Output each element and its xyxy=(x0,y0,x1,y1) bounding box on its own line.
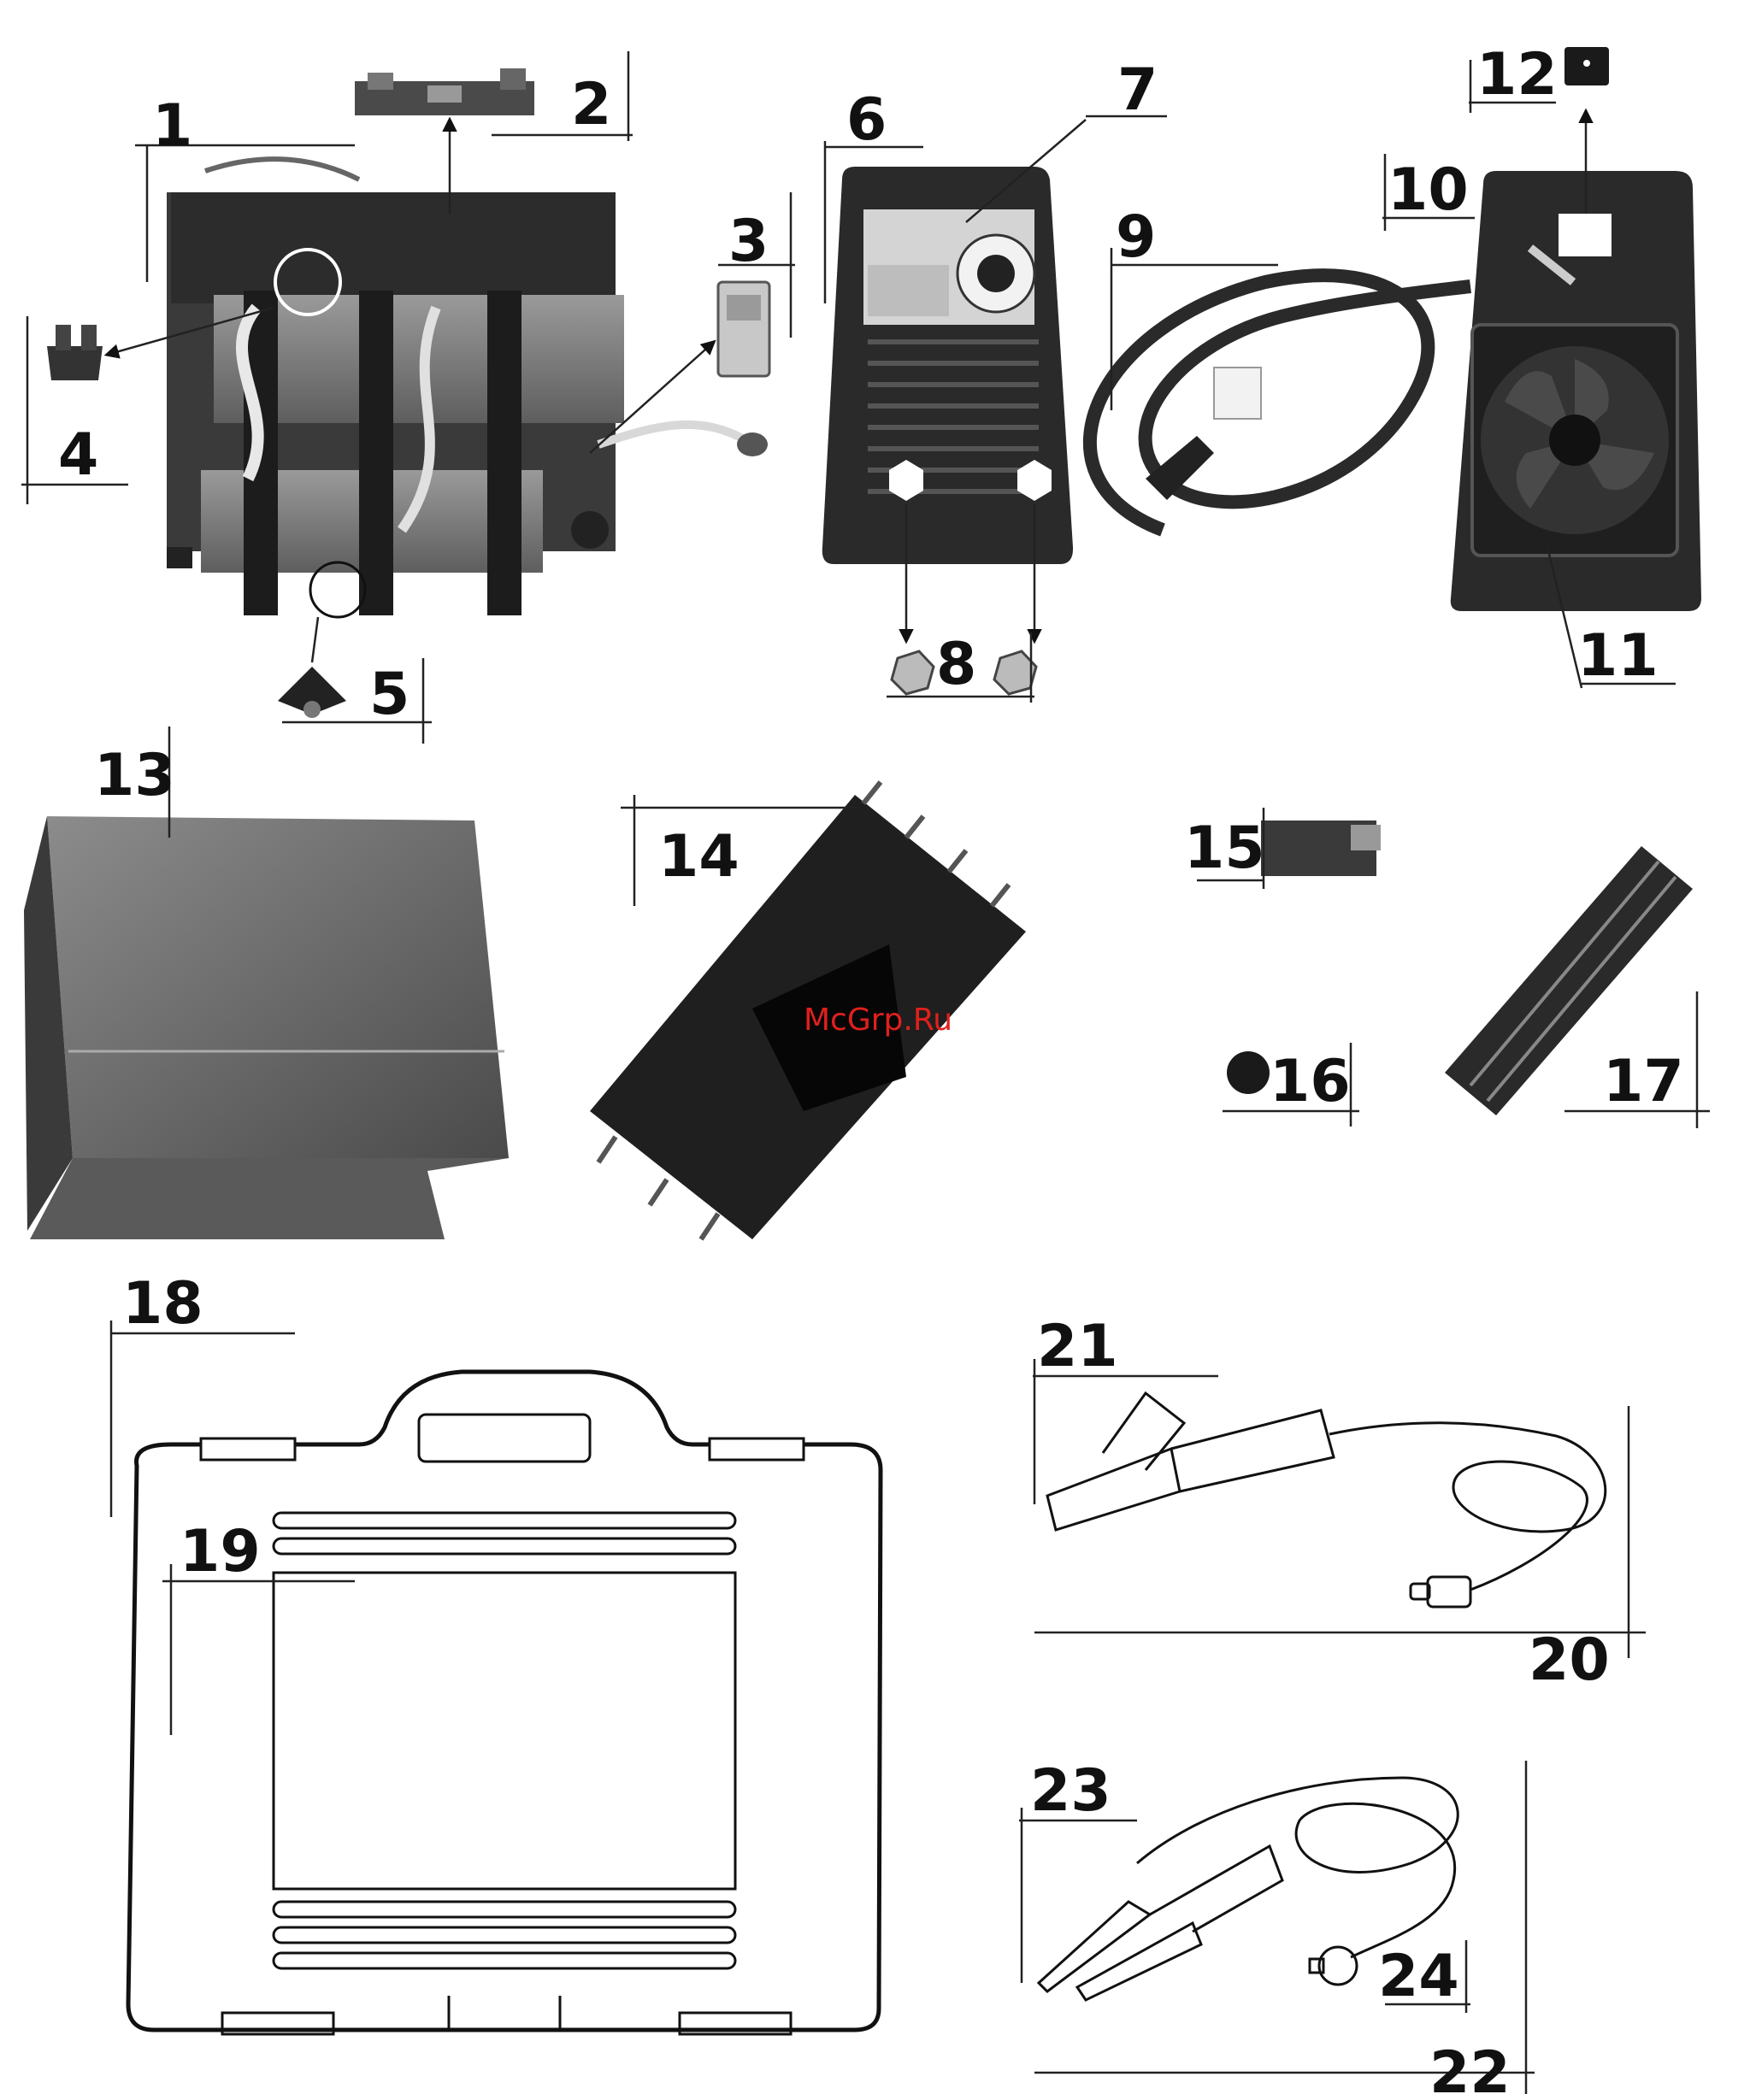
part-number-6: 6 xyxy=(846,86,887,154)
rear-panel-part xyxy=(1451,171,1701,611)
part-number-24: 24 xyxy=(1378,1943,1459,2010)
part-number-10: 10 xyxy=(1388,156,1469,224)
part-number-7: 7 xyxy=(1117,56,1158,124)
housing-cover-part xyxy=(24,816,509,1239)
part-number-14: 14 xyxy=(658,823,740,891)
electrode-holder-part xyxy=(1047,1393,1606,1607)
part-number-5: 5 xyxy=(369,661,410,728)
bracket-part xyxy=(278,562,365,718)
part-number-4: 4 xyxy=(58,421,98,489)
part-number-23: 23 xyxy=(1030,1757,1111,1825)
part-number-22: 22 xyxy=(1429,2039,1511,2100)
part-number-2: 2 xyxy=(571,71,611,138)
inverter-assembly-part xyxy=(167,159,768,615)
connector-part xyxy=(47,325,103,380)
part-number-17: 17 xyxy=(1603,1048,1684,1115)
part-number-1: 1 xyxy=(152,92,192,160)
part-number-19: 19 xyxy=(180,1518,261,1585)
part-number-16: 16 xyxy=(1270,1048,1351,1115)
carry-case-part xyxy=(128,1372,881,2034)
part-number-13: 13 xyxy=(94,742,175,809)
switch-module-part xyxy=(718,282,769,376)
small-board-part xyxy=(1261,821,1381,876)
part-number-18: 18 xyxy=(122,1270,203,1338)
part-number-20: 20 xyxy=(1529,1626,1610,1694)
knob-part xyxy=(1227,1051,1270,1094)
part-number-21: 21 xyxy=(1037,1313,1118,1380)
part-number-8: 8 xyxy=(936,631,976,698)
control-board-part xyxy=(355,68,534,115)
part-number-3: 3 xyxy=(728,208,769,275)
part-number-11: 11 xyxy=(1577,622,1659,690)
power-cable-part xyxy=(1090,275,1470,530)
rocker-switch-part xyxy=(1564,47,1609,85)
part-number-15: 15 xyxy=(1184,815,1265,882)
watermark: McGrp.Ru xyxy=(804,1003,952,1038)
part-number-9: 9 xyxy=(1116,203,1156,271)
part-number-12: 12 xyxy=(1476,41,1558,109)
